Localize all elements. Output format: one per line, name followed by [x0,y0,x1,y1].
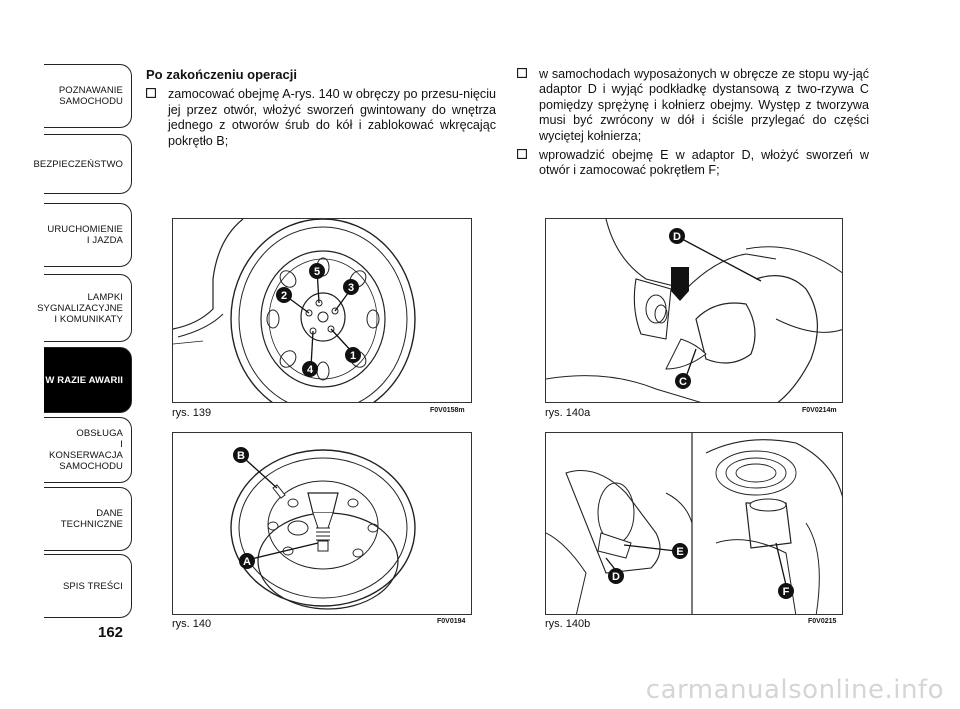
rim-illustration: B A [230,447,416,610]
marker-A: A [243,556,251,568]
marker-B: B [237,450,245,462]
marker-4: 4 [307,364,314,376]
marker-F: F [783,586,790,598]
tab-spis-tresci[interactable]: SPIS TREŚCI [44,554,132,618]
figure-caption: rys. 139 [172,407,212,419]
instruction-bullet: wprowadzić obejmę E w adaptor D, włożyć … [517,148,869,179]
marker-D: D [612,571,620,583]
marker-1: 1 [350,350,356,362]
figure-140b-clamp-knob: E D F [545,432,843,615]
bolt-number-markers: 5 3 1 4 2 [276,263,361,377]
checkbox-square-icon [146,88,156,99]
right-text-column: w samochodach wyposażonych w obręcze ze … [517,67,869,183]
tab-bezpieczenstwo[interactable]: BEZPIECZEŃSTWO [33,134,132,194]
left-text-column: Po zakończeniu operacji zamocować obejmę… [146,67,496,153]
wheel-illustration: 5 3 1 4 2 [173,219,416,402]
marker-3: 3 [348,282,354,294]
figure-caption: rys. 140b [545,618,591,630]
marker-5: 5 [314,266,320,278]
figure-code: F0V0215 [808,618,837,625]
figure-code: F0V0158m [430,407,465,414]
tab-obsluga-i-konserwacja[interactable]: OBSŁUGA I KONSERWACJA SAMOCHODU [44,417,132,483]
watermark: carmanualsonline.info [645,675,944,705]
page-number: 162 [98,624,124,641]
checkbox-square-icon [517,149,527,159]
figure-140a-adaptor: D C [545,218,843,403]
section-heading: Po zakończeniu operacji [146,67,297,82]
marker-E: E [676,546,683,558]
tab-poznawanie-samochodu[interactable]: POZNAWANIE SAMOCHODU [44,64,132,128]
instruction-bullet: zamocować obejmę A-rys. 140 w obręczy po… [146,87,496,149]
figure-caption: rys. 140a [545,407,591,419]
figure-code: F0V0194 [437,618,466,625]
tab-w-razie-awarii[interactable]: W RAZIE AWARII [44,347,132,413]
tab-dane-techniczne[interactable]: DANE TECHNICZNE [44,487,132,551]
clamp-knob-illustration: E D F [546,433,842,614]
marker-C: C [679,376,687,388]
figure-140-rim-clamp: B A [172,432,472,615]
figure-code: F0V0214m [802,407,837,414]
checkbox-square-icon [517,68,527,78]
adaptor-illustration: D C [546,219,842,402]
tab-lampki-sygnalizacyjne[interactable]: LAMPKI SYGNALIZACYJNE I KOMUNIKATY [37,274,132,342]
instruction-text: zamocować obejmę A-rys. 140 w obręczy po… [168,87,496,148]
instruction-text: w samochodach wyposażonych w obręcze ze … [539,67,869,143]
instruction-text: wprowadzić obejmę E w adaptor D, włożyć … [539,148,869,178]
figure-caption: rys. 140 [172,618,212,630]
marker-2: 2 [281,290,287,302]
tab-uruchomienie-i-jazda[interactable]: URUCHOMIENIE I JAZDA [44,203,132,267]
instruction-bullet: w samochodach wyposażonych w obręcze ze … [517,67,869,144]
figure-139-wheel-bolts: 5 3 1 4 2 [172,218,472,403]
marker-D: D [673,231,681,243]
